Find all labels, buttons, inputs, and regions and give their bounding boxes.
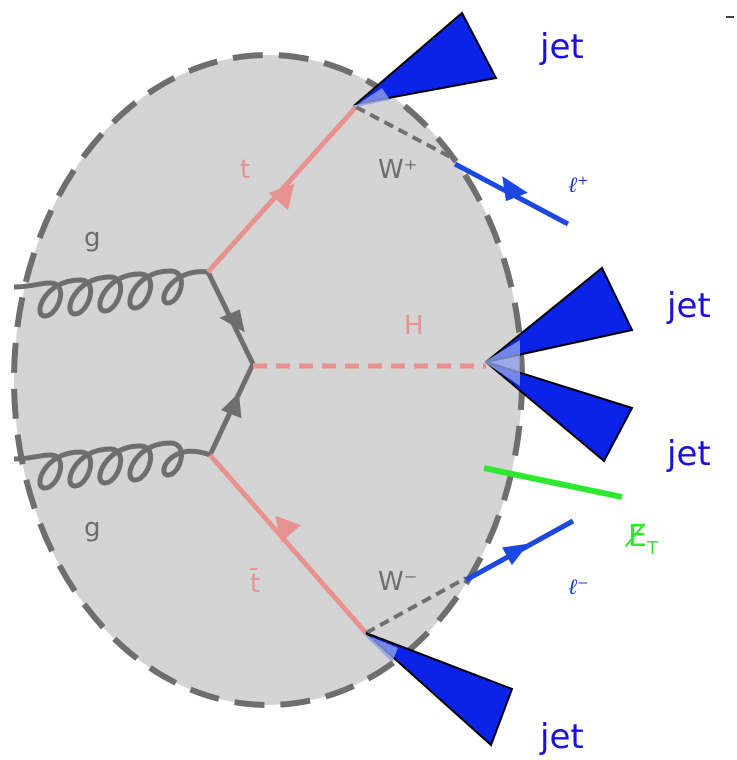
gluon-label-top: g <box>84 223 101 253</box>
met-label: E̸T <box>624 519 659 559</box>
w-plus-line <box>355 105 457 162</box>
jet-label-higgs-upper: jet <box>666 286 711 326</box>
gluon-line-top <box>13 268 209 319</box>
w-minus-label: W⁻ <box>378 567 417 597</box>
jet-root-overlay-higgs <box>484 340 520 386</box>
jet-label-higgs-lower: jet <box>666 434 711 474</box>
quark-arrow-upper <box>219 309 245 333</box>
met-symbol: E̸ <box>624 519 647 554</box>
lepton-minus-label: ℓ⁻ <box>568 575 589 600</box>
antitop-quark-label: t̄ <box>249 567 260 599</box>
lepton-plus-arrow <box>502 176 528 202</box>
jet-label-top: jet <box>539 27 584 67</box>
jet-cone-higgs-lower <box>485 361 634 463</box>
jet-cone-bottom <box>365 632 514 747</box>
top-quark-arrow <box>268 183 295 211</box>
quark-arrow-lower <box>221 392 242 419</box>
w-plus-label: W⁺ <box>378 155 417 185</box>
met-subscript: T <box>646 538 659 559</box>
higgs-label: H <box>404 311 424 341</box>
w-minus-line <box>365 576 467 635</box>
antitop-quark-arrow <box>275 515 301 543</box>
jet-cone-top <box>352 11 498 106</box>
met-line <box>483 465 623 500</box>
jet-root-overlay-bottom <box>362 633 398 662</box>
lepton-minus-arrow <box>502 543 529 566</box>
gluon-line-bottom <box>13 440 211 491</box>
jet-label-bottom: jet <box>539 717 584 757</box>
gluon-label-bottom: g <box>84 513 101 543</box>
jet-root-overlay-top <box>352 88 390 108</box>
top-quark-label: t <box>240 155 250 185</box>
lepton-plus-label: ℓ⁺ <box>568 173 589 198</box>
jet-cone-higgs-upper <box>485 266 634 363</box>
antitop-quark-line <box>208 453 368 635</box>
